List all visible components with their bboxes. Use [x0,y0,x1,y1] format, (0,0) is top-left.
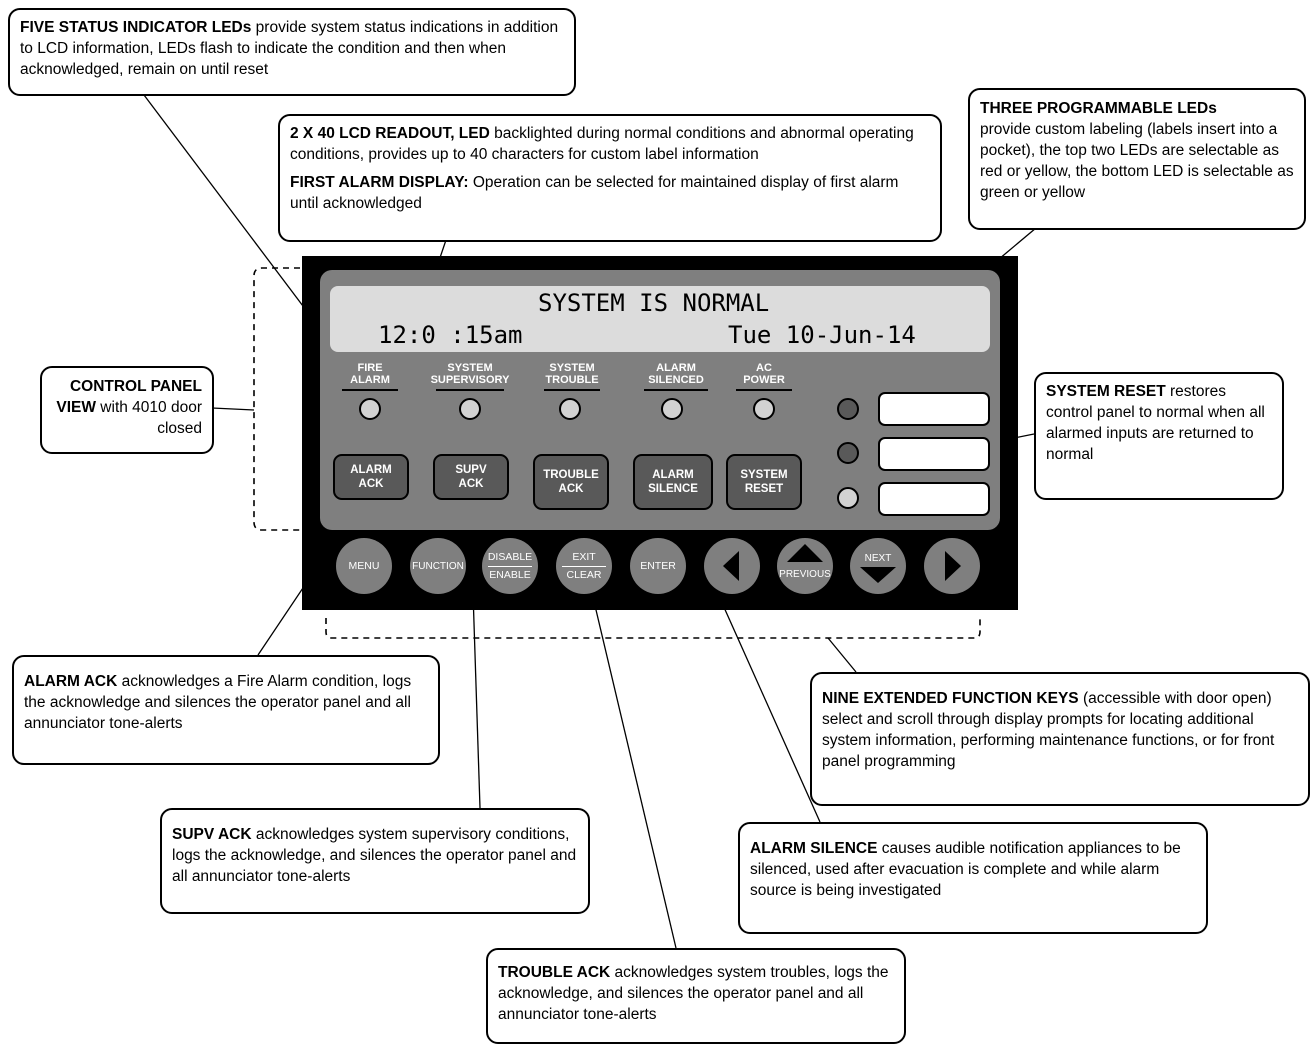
callout-nine-function-keys: NINE EXTENDED FUNCTION KEYS (accessible … [810,672,1310,806]
led-underline [436,389,504,391]
leader-nine-keys [827,637,857,673]
led-underline [644,389,708,391]
door-outline-left [253,267,300,531]
label-slot-1 [878,392,990,426]
callout-lcd-readout: 2 X 40 LCD READOUT, LED backlighted duri… [278,114,942,242]
led-underline [544,389,600,391]
menu-key[interactable]: MENU [336,538,392,594]
led-underline [342,389,398,391]
previous-key[interactable]: PREVIOUS [777,538,833,594]
lcd-line-1: SYSTEM IS NORMAL [538,289,770,317]
led-underline [736,389,792,391]
led-ac-power [753,398,775,420]
callout-alarm-silence: ALARM SILENCE causes audible notificatio… [738,822,1208,934]
label-slot-2 [878,437,990,471]
led-fire-alarm [359,398,381,420]
programmable-led-1 [837,398,859,420]
right-arrow-icon [945,551,961,581]
callout-supv-ack: SUPV ACK acknowledges system supervisory… [160,808,590,914]
callout-system-reset: SYSTEM RESET restores control panel to n… [1034,372,1284,500]
left-arrow-icon [723,551,739,581]
lcd-date: Tue 10-Jun-14 [728,321,916,349]
callout-alarm-ack: ALARM ACK acknowledges a Fire Alarm cond… [12,655,440,765]
programmable-led-3 [837,487,859,509]
left-arrow-key[interactable] [704,538,760,594]
lcd-time: 12:0 :15am [378,321,523,349]
led-alarm-silenced [661,398,683,420]
enter-key[interactable]: ENTER [630,538,686,594]
callout-trouble-ack: TROUBLE ACK acknowledges system troubles… [486,948,906,1044]
callout-three-programmable-leds: THREE PROGRAMMABLE LEDs provide custom l… [968,88,1306,230]
down-arrow-icon [860,567,896,583]
function-keys-bracket [325,618,981,639]
next-key[interactable]: NEXT [850,538,906,594]
label-slot-3 [878,482,990,516]
function-key[interactable]: FUNCTION [410,538,466,594]
lcd-display [330,286,990,352]
callout-control-panel-view: CONTROL PANEL VIEW with 4010 door closed [40,366,214,454]
programmable-led-2 [837,442,859,464]
callout-five-status-leds: FIVE STATUS INDICATOR LEDs provide syste… [8,8,576,96]
leader-control-panel [211,407,255,411]
led-system-supervisory [459,398,481,420]
led-system-trouble [559,398,581,420]
right-arrow-key[interactable] [924,538,980,594]
up-arrow-icon [787,544,823,562]
